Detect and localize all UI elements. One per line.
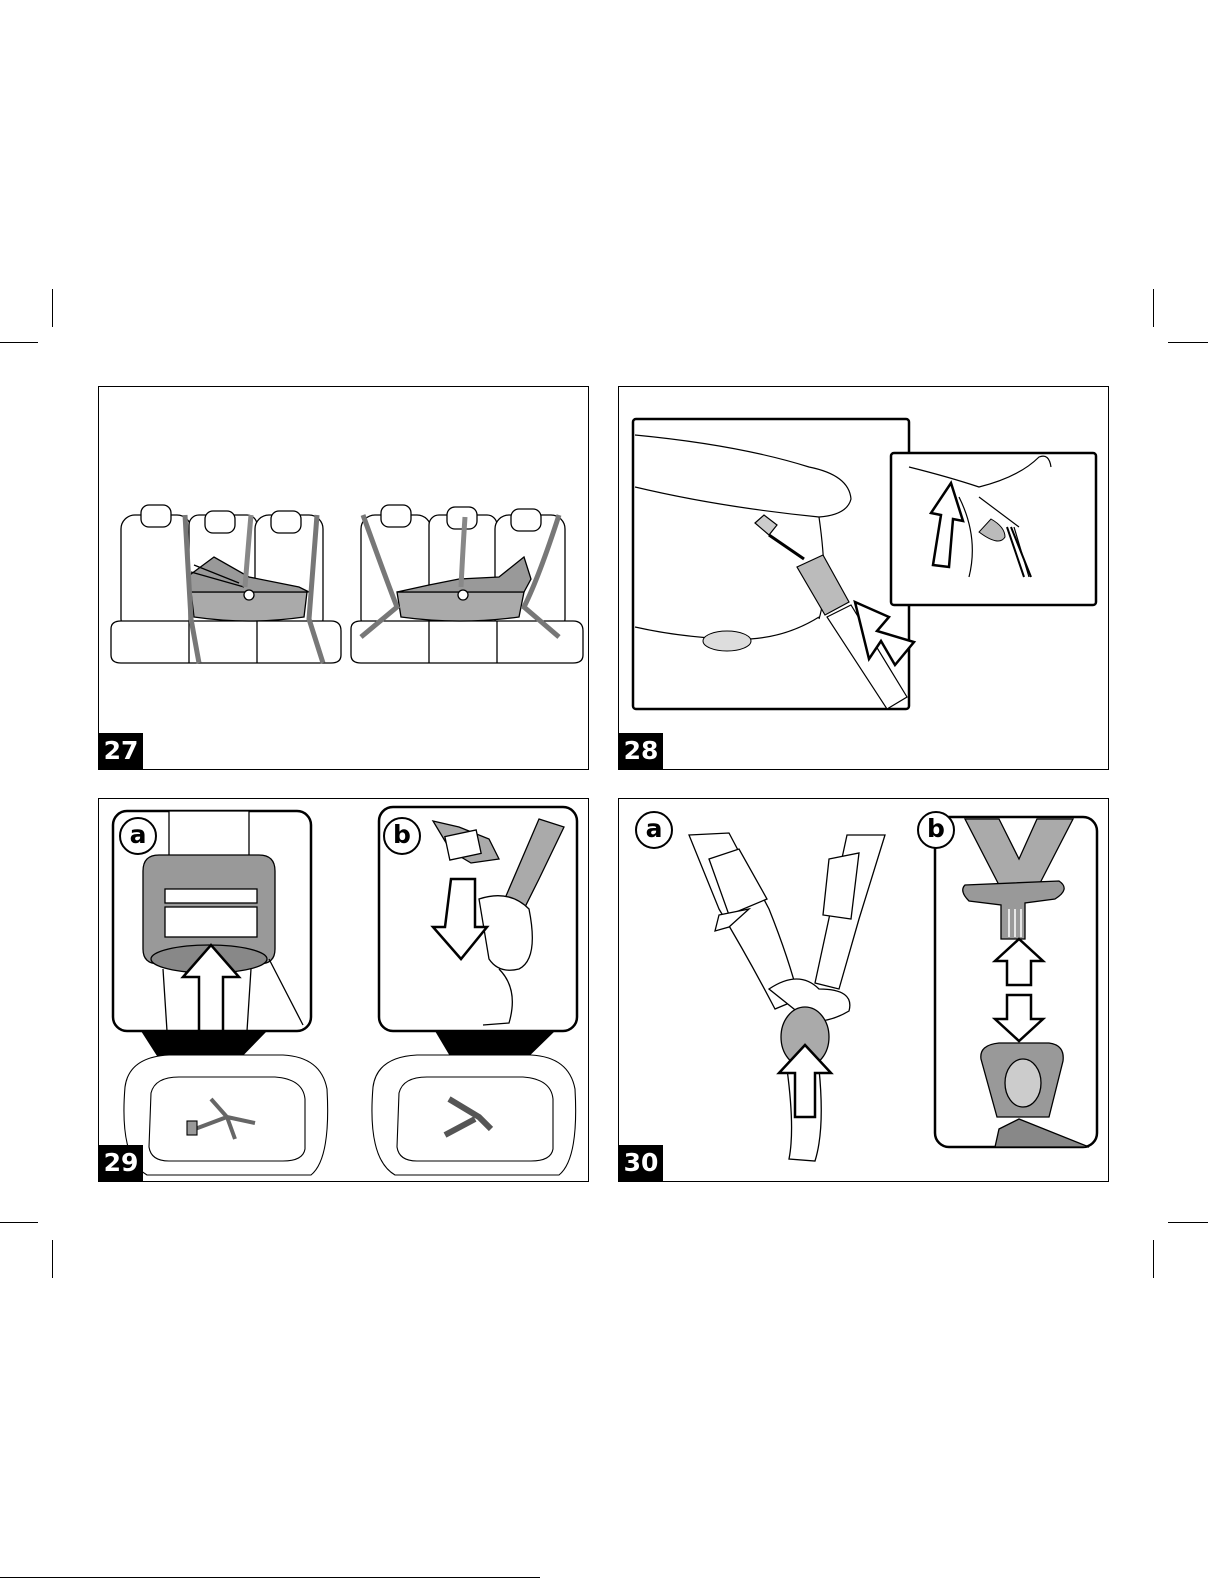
label-b: b xyxy=(393,820,411,849)
footer-rule xyxy=(0,1577,540,1578)
isofix-illustration xyxy=(619,387,1109,770)
label-b-badge: b xyxy=(383,817,421,855)
label-a-badge: a xyxy=(119,817,157,855)
crop-mark xyxy=(1168,342,1208,343)
label-a-badge: a xyxy=(635,811,673,849)
crop-mark xyxy=(52,1240,53,1278)
label-a: a xyxy=(130,820,147,849)
figure-number: 30 xyxy=(619,1145,663,1181)
crop-mark xyxy=(1153,1240,1154,1278)
crop-mark xyxy=(1153,289,1154,327)
label-a: a xyxy=(646,814,663,843)
figure-number: 27 xyxy=(99,733,143,769)
crop-mark xyxy=(52,289,53,327)
figure-number: 29 xyxy=(99,1145,143,1181)
figure-28: 28 xyxy=(618,386,1109,770)
figure-29: a b 29 xyxy=(98,798,589,1182)
crop-mark xyxy=(0,1222,38,1223)
figure-30: a b 30 xyxy=(618,798,1109,1182)
label-b: b xyxy=(927,814,945,843)
crop-mark xyxy=(0,342,38,343)
crop-mark xyxy=(1168,1222,1208,1223)
label-b-badge: b xyxy=(917,811,955,849)
figure-27: 27 xyxy=(98,386,589,770)
car-seat-illustration xyxy=(99,387,589,770)
figure-number: 28 xyxy=(619,733,663,769)
harness-clip-illustration xyxy=(619,799,1109,1182)
harness-buckle-illustration xyxy=(99,799,589,1182)
